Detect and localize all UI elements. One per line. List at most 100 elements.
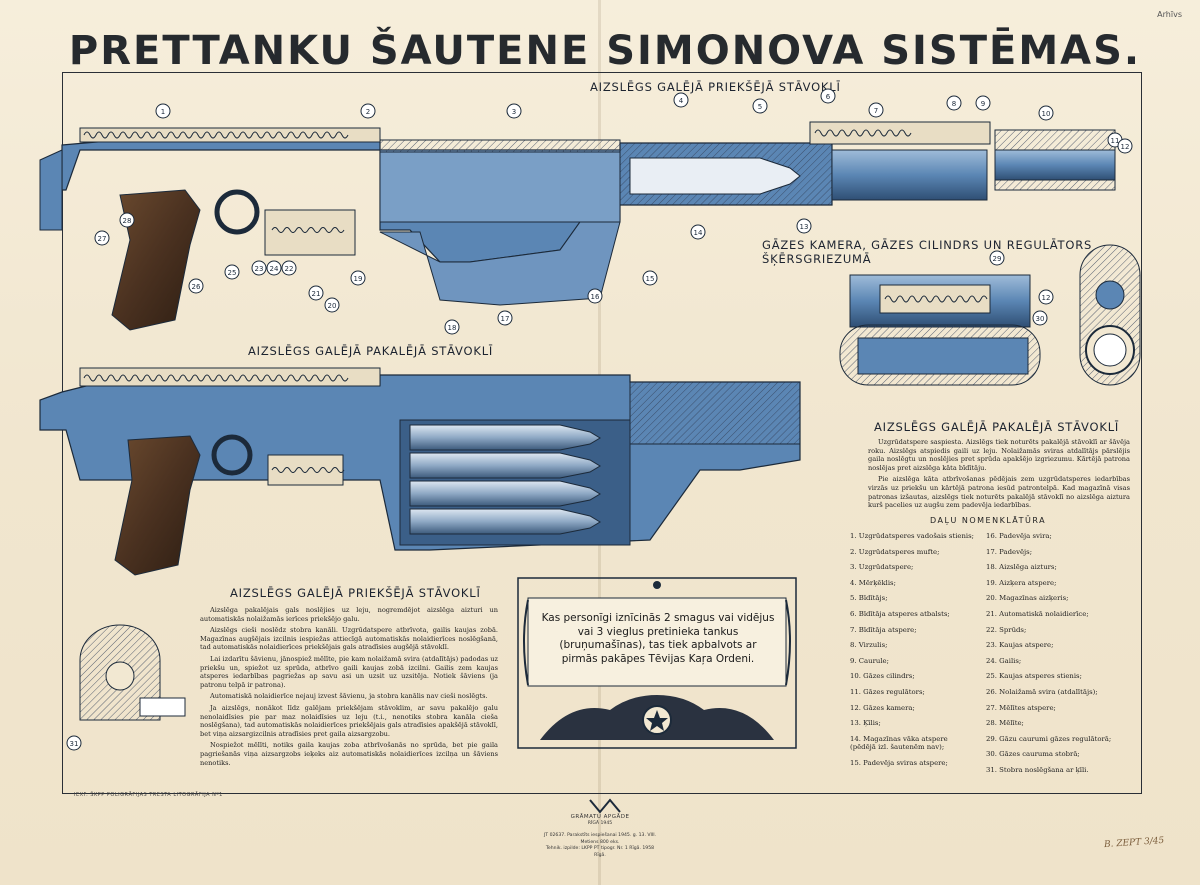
nom-item: 31. Stobra noslēgšana ar ķīli. — [986, 765, 1089, 774]
nom-item: 6. Bīdītāja atsperes atbalsts; — [850, 609, 950, 618]
svg-text:16: 16 — [591, 293, 600, 301]
nom-item: 20. Magazīnas aizķeris; — [986, 594, 1069, 603]
nom-item: 18. Aizslēga aizturs; — [986, 563, 1057, 572]
nom-item: 16. Padevēja svira; — [986, 532, 1052, 540]
gas-callouts — [989, 250, 1054, 326]
callout-31: 31 — [70, 740, 79, 748]
printer-credit: IEXF. ŠKPP POLIGRĀFIJAS TRESTA LITOGRĀFI… — [74, 792, 223, 798]
svg-text:23: 23 — [255, 265, 264, 273]
svg-text:6: 6 — [826, 93, 831, 101]
nom-item: 27. Mēlītes atspere; — [986, 703, 1056, 712]
text-left-p6: Nospiežot mēlīti, notiks gaila kaujas zo… — [200, 741, 498, 767]
svg-text:27: 27 — [98, 235, 107, 243]
svg-text:18: 18 — [448, 324, 457, 332]
nom-item: 12. Gāzes kamera; — [850, 703, 915, 712]
svg-text:24: 24 — [270, 265, 279, 273]
nom-item: 8. Virzulis; — [850, 641, 888, 650]
text-left-p1: Aizslēga pakalējais gals noslējies uz le… — [200, 606, 498, 623]
award-frame — [517, 577, 797, 749]
svg-text:12: 12 — [1042, 294, 1051, 302]
nom-item: 7. Bīdītāja atspere; — [850, 625, 917, 634]
bottom-rifle-drawing — [39, 367, 801, 576]
nom-item: 14. Magazīnas vāka atspere (pēdējā izl. … — [850, 734, 948, 751]
svg-text:22: 22 — [285, 265, 294, 273]
gas-section-drawing — [839, 244, 1141, 386]
nom-item: 4. Mērķēklis; — [850, 578, 896, 587]
imprint-block: GRĀMATU APGĀDE RĪGĀ 1945 JT 02637. Parak… — [520, 806, 680, 860]
heading-text-left: AIZSLĒGS GALĒJĀ PRIEKŠĒJĀ STĀVOKLĪ — [230, 586, 481, 600]
svg-text:19: 19 — [354, 275, 363, 283]
heading-text-right: AIZSLĒGS GALĒJĀ PAKALĒJĀ STĀVOKLĪ — [874, 420, 1120, 434]
heading-top-diagram: AIZSLĒGS GALĒJĀ PRIEKŠĒJĀ STĀVOKLĪ — [590, 80, 841, 94]
svg-text:14: 14 — [694, 229, 703, 237]
nom-item: 23. Kaujas atspere; — [986, 641, 1054, 650]
text-left-p5: Ja aizslēgs, nonākot līdz galējam priekš… — [200, 703, 498, 738]
svg-text:30: 30 — [1036, 315, 1045, 323]
nom-item: 29. Gāzu caurumi gāzes regulātorā; — [986, 734, 1112, 743]
text-left-block: Aizslēga pakalējais gals noslējies uz le… — [200, 606, 498, 770]
nom-item: 30. Gāzes cauruma stobrā; — [986, 750, 1080, 759]
nom-item: 11. Gāzes regulātors; — [850, 687, 925, 696]
svg-text:25: 25 — [228, 269, 237, 277]
nom-item: 26. Nolaižamā svira (atdalītājs); — [986, 687, 1098, 696]
poster-title: PRETTANKU ŠAUTENE SIMONOVA SISTĒMAS. — [68, 28, 1142, 74]
svg-text:12: 12 — [1121, 143, 1130, 151]
svg-text:7: 7 — [874, 107, 878, 115]
heading-gas-section: GĀZES KAMERA, GĀZES CILINDRS UN REGULĀTO… — [762, 238, 1093, 266]
imprint-line: Metiens 800 eks. — [580, 839, 620, 845]
nom-item: 10. Gāzes cilindrs; — [850, 672, 915, 681]
detail-31-drawing — [66, 624, 186, 751]
nom-item: 25. Kaujas atsperes stienis; — [986, 672, 1082, 681]
top-rifle-drawing — [39, 121, 1116, 331]
nomenclature-title: DAĻU NOMENKLĀTŪRA — [930, 516, 1047, 525]
poster-frame — [62, 72, 1142, 794]
heading-bottom-diagram: AIZSLĒGS GALĒJĀ PAKALĒJĀ STĀVOKLĪ — [248, 344, 494, 358]
svg-text:2: 2 — [366, 108, 370, 116]
nomenclature-right: 16. Padevēja svira; 17. Padevējs; 18. Ai… — [986, 532, 1111, 782]
svg-text:3: 3 — [512, 108, 516, 116]
svg-text:20: 20 — [328, 302, 337, 310]
nom-item: 22. Sprūds; — [986, 625, 1027, 634]
nom-item: 28. Mēlīte; — [986, 719, 1024, 728]
publisher-city-year: RĪGĀ 1945 — [587, 820, 613, 826]
svg-text:8: 8 — [952, 100, 956, 108]
nom-item: 17. Padevējs; — [986, 547, 1033, 556]
publisher-logo — [589, 798, 621, 814]
nom-item: 19. Aizķera atspere; — [986, 578, 1057, 587]
nom-item: 15. Padevēja sviras atspere; — [850, 758, 948, 767]
imprint-line: JT 02637. Parakstīts iespiešanai 1945. g… — [543, 833, 657, 839]
nom-item: 9. Caurule; — [850, 656, 889, 665]
text-right-p1: Uzgrūdatspere saspiesta. Aizslēgs tiek n… — [868, 438, 1130, 472]
nom-item: 24. Gailis; — [986, 656, 1022, 665]
archive-tag: Arhīvs — [1157, 10, 1182, 19]
svg-text:15: 15 — [646, 275, 655, 283]
gas-callout-numbers: 29 30 12 — [993, 255, 1051, 323]
svg-text:13: 13 — [800, 223, 809, 231]
svg-text:21: 21 — [312, 290, 321, 298]
text-right-p2: Pie aizslēga kāta atbrīvošanas pēdējais … — [868, 475, 1130, 510]
text-left-p2: Aizslēgs cieši noslēdz stobra kanāli. Uz… — [200, 626, 498, 652]
svg-text:9: 9 — [981, 100, 985, 108]
nom-item: 21. Automatiskā nolaidierīce; — [986, 609, 1089, 618]
nom-item: 1. Uzgrūdatsperes vadošais stienis; — [850, 532, 974, 540]
text-right-block: Uzgrūdatspere saspiesta. Aizslēgs tiek n… — [868, 438, 1130, 513]
svg-text:29: 29 — [993, 255, 1002, 263]
nom-item: 2. Uzgrūdatsperes mufte; — [850, 547, 940, 556]
publisher-name: GRĀMATU APGĀDE — [570, 814, 630, 820]
nom-item: 5. Bīdītājs; — [850, 594, 888, 603]
svg-text:26: 26 — [192, 283, 201, 291]
svg-text:28: 28 — [123, 217, 132, 225]
svg-text:11: 11 — [1111, 137, 1120, 145]
text-left-p3: Lai izdarītu šāvienu, jānospiež mēlīte, … — [200, 654, 498, 689]
imprint-line: Tehnik. izpilde: LKPP PT tipogr. Nr. 1 R… — [545, 846, 655, 852]
imprint-line: Rīgā. — [594, 852, 606, 858]
svg-text:1: 1 — [161, 108, 165, 116]
top-callouts — [94, 88, 1133, 335]
svg-text:5: 5 — [758, 103, 762, 111]
nom-item: 13. Ķīlis; — [850, 719, 881, 728]
svg-text:10: 10 — [1042, 110, 1051, 118]
nom-item: 3. Uzgrūdatspere; — [850, 563, 914, 572]
award-text: Kas personīgi iznīcinās 2 smagus vai vid… — [541, 612, 775, 665]
